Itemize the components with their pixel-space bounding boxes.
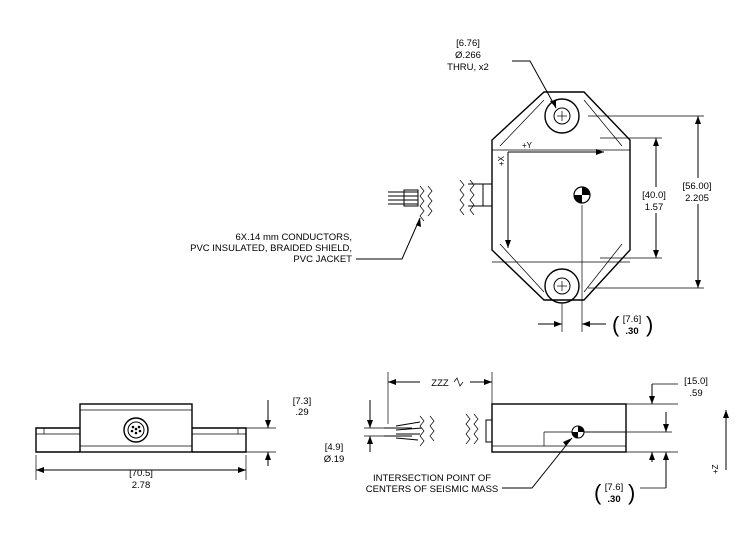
cable-note-line3: PVC JACKET xyxy=(293,254,352,265)
mounting-hole-top xyxy=(544,98,580,134)
dim-hole-spacing: [40.0] 1.57 xyxy=(600,137,672,259)
cable-note-line1: 6X.14 mm CONDUCTORS, xyxy=(236,232,352,243)
axis-z: +Z xyxy=(711,410,729,474)
svg-text:.30: .30 xyxy=(625,326,638,337)
dim-length: [70.5] 2.78 xyxy=(35,455,247,491)
svg-text:): ) xyxy=(646,312,653,337)
top-view: +Y +X [6.76] Ø.266 THRU, x2 6X.14 mm CON… xyxy=(190,38,720,337)
cable-leader xyxy=(356,217,421,260)
axis-label-plus-x: +X xyxy=(497,155,506,166)
svg-text:.59: .59 xyxy=(689,388,702,399)
dim-cable-diameter: [4.9] Ø.19 xyxy=(324,400,386,465)
top-view-body xyxy=(491,91,631,301)
hole-dim-thru: THRU, x2 xyxy=(447,62,489,73)
svg-text:[70.5]: [70.5] xyxy=(129,468,153,479)
hole-dim-mm: [6.76] xyxy=(456,38,480,49)
svg-text:[7.3]: [7.3] xyxy=(293,396,312,407)
svg-text:[7.6]: [7.6] xyxy=(623,314,642,325)
side-view-body xyxy=(491,403,627,453)
front-view-flange-right xyxy=(192,427,247,453)
dim-mass-offset: ( [7.6] .30 ) xyxy=(538,205,653,337)
svg-text:2.205: 2.205 xyxy=(685,193,709,204)
dim-mass-height: ( [7.6] .30 ) xyxy=(584,412,672,505)
mounting-hole-bottom xyxy=(544,268,580,304)
side-view: [4.9] Ø.19 ZZZ INTERSECTION POINT OF CEN… xyxy=(324,372,729,505)
mass-note-line2: CENTERS OF SEISMIC MASS xyxy=(366,484,499,495)
dim-overall-height: [56.00] 2.205 xyxy=(588,115,720,289)
svg-text:.30: .30 xyxy=(607,494,620,505)
svg-text:[4.9]: [4.9] xyxy=(325,442,344,453)
mass-note-leader xyxy=(502,437,573,489)
svg-text:(: ( xyxy=(594,480,602,505)
svg-text:[56.00]: [56.00] xyxy=(682,181,711,192)
svg-text:1.57: 1.57 xyxy=(645,202,664,213)
svg-text:2.78: 2.78 xyxy=(132,480,151,491)
side-view-cable xyxy=(384,413,479,447)
hole-leader xyxy=(512,60,557,109)
axis-label-plus-y: +Y xyxy=(522,141,533,150)
hole-dim-dia: Ø.266 xyxy=(455,50,481,61)
dim-cable-length: ZZZ xyxy=(387,372,493,424)
svg-text:Ø.19: Ø.19 xyxy=(324,454,345,465)
cable-note-line2: PVC INSULATED, BRAIDED SHIELD, xyxy=(190,243,352,254)
dim-body-height: [15.0] .59 xyxy=(626,376,708,462)
top-view-cable xyxy=(388,179,493,222)
seismic-mass-center-icon xyxy=(573,186,591,204)
side-seismic-mass-icon xyxy=(571,425,585,439)
svg-text:(: ( xyxy=(612,312,620,337)
front-view-flange-left xyxy=(35,427,80,453)
front-view: [70.5] 2.78 [7.3] .29 xyxy=(35,396,311,491)
axis-arrows: +Y +X xyxy=(497,141,604,248)
axis-label-plus-z: +Z xyxy=(711,464,720,474)
dim-flange-thickness: [7.3] .29 xyxy=(246,396,311,466)
mass-note-line1: INTERSECTION POINT OF xyxy=(373,473,491,484)
top-view-inner-outline xyxy=(499,99,623,293)
svg-text:[15.0]: [15.0] xyxy=(684,376,708,387)
svg-text:.29: .29 xyxy=(295,407,308,418)
svg-text:[7.6]: [7.6] xyxy=(605,482,624,493)
svg-text:ZZZ: ZZZ xyxy=(431,378,449,389)
svg-text:[40.0]: [40.0] xyxy=(642,190,666,201)
svg-text:): ) xyxy=(628,480,635,505)
connector-icon xyxy=(123,417,149,443)
